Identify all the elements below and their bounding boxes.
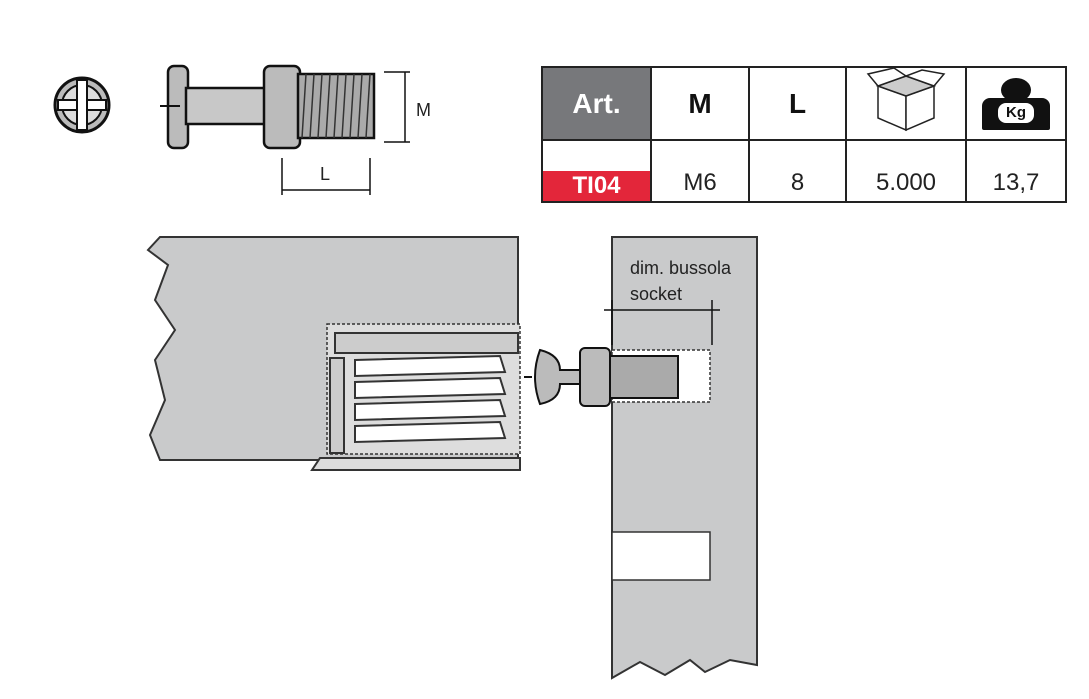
socket-label-en: socket <box>630 284 683 304</box>
cell-m: M6 <box>650 139 750 203</box>
table-row: TI04 M6 8 5.000 13,7 <box>541 139 1067 203</box>
insert-socket <box>310 323 521 471</box>
header-m: M <box>650 66 750 141</box>
header-pack <box>845 66 967 141</box>
socket-label-it: dim. bussola <box>630 258 732 278</box>
header-art: Art. <box>541 66 652 141</box>
m-dimension-label: M <box>416 100 431 120</box>
kg-label: Kg <box>998 102 1034 123</box>
cell-pack: 5.000 <box>845 139 967 203</box>
weight-kg-icon: Kg <box>982 77 1050 130</box>
screw-head-front-icon <box>53 76 111 134</box>
cell-weight: 13,7 <box>965 139 1067 203</box>
lower-hole <box>611 531 711 581</box>
header-weight: Kg <box>965 66 1067 141</box>
header-l: L <box>748 66 847 141</box>
screw-side-view <box>160 64 410 195</box>
article-code: TI04 <box>543 171 650 201</box>
cell-art: TI04 <box>541 139 652 203</box>
box-icon <box>866 67 946 132</box>
l-dimension-label: L <box>320 164 331 184</box>
spec-table: Art. M L Kg TI04 M6 8 5.000 13,7 <box>541 66 1067 203</box>
cell-l: 8 <box>748 139 847 203</box>
screw-inserted <box>524 300 720 407</box>
